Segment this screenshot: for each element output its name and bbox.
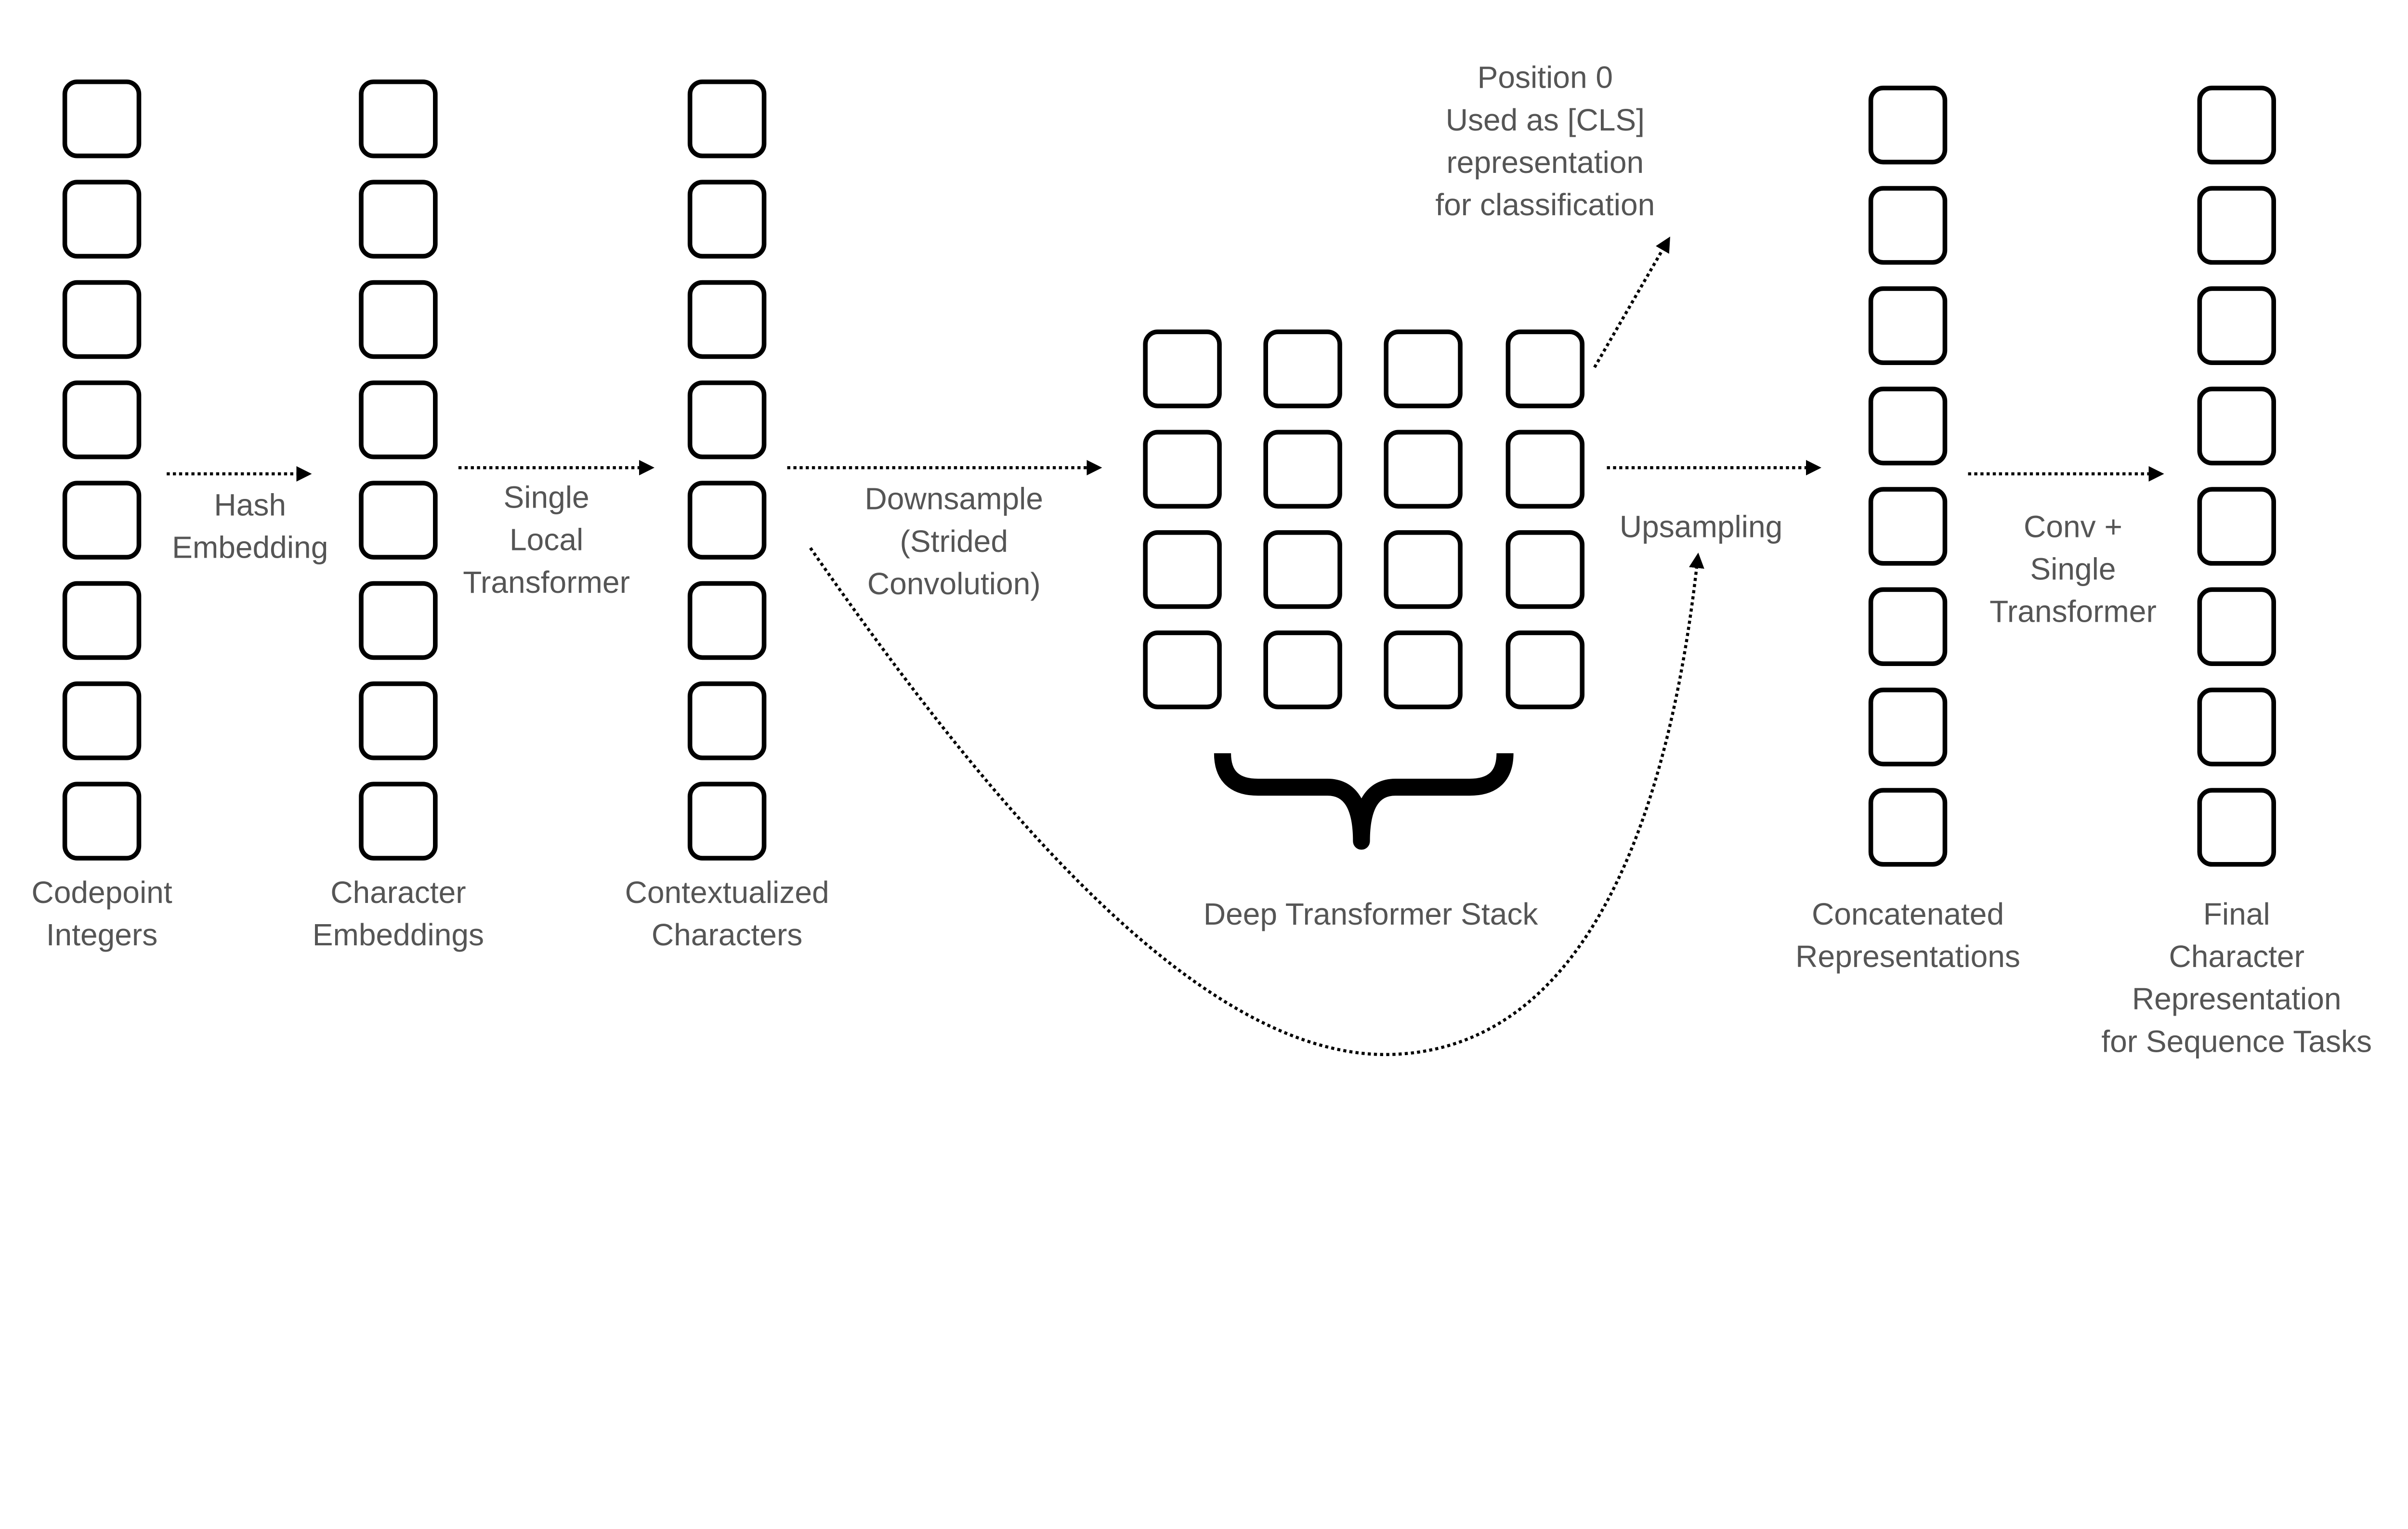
arrow-cls (1593, 236, 1670, 368)
deep-stack-box (1505, 530, 1585, 609)
concat-box (1868, 85, 1948, 165)
char-embedding-box (359, 681, 438, 760)
codepoint-box (62, 782, 142, 861)
deep-stack-box (1143, 329, 1222, 408)
label-cls: Position 0 (1478, 60, 1613, 95)
label-hash: Hash (214, 488, 286, 523)
label-conv: Single (2030, 552, 2116, 587)
concat-box (1868, 587, 1948, 666)
final-box (2197, 286, 2276, 366)
deep-stack-box (1505, 329, 1585, 408)
final-box (2197, 788, 2276, 867)
brace-icon (1214, 753, 1514, 850)
label-local: Transformer (463, 565, 630, 600)
codepoint-box (62, 79, 142, 158)
label-concat: Representations (1795, 939, 2020, 974)
label-upsampling: Upsampling (1620, 509, 1782, 544)
final-box (2197, 587, 2276, 666)
label-cls: representation (1446, 145, 1644, 180)
final-box (2197, 386, 2276, 466)
char-embedding-box (359, 180, 438, 259)
deep-stack-box (1384, 329, 1463, 408)
concat-box (1868, 788, 1948, 867)
deep-stack-box (1143, 430, 1222, 509)
contextual-box (687, 280, 767, 359)
char-embedding-box (359, 79, 438, 158)
char-embedding-box (359, 782, 438, 861)
label-cls: Used as [CLS] (1446, 103, 1645, 137)
canine-architecture-diagram: CodepointIntegersCharacterEmbeddingsCont… (31, 60, 2372, 1059)
contextual-box (687, 782, 767, 861)
codepoint-box (62, 180, 142, 259)
label-final: for Sequence Tasks (2101, 1024, 2372, 1059)
deep-stack-box (1384, 430, 1463, 509)
label-local: Local (510, 523, 583, 557)
char-embedding-box (359, 380, 438, 459)
final-box (2197, 186, 2276, 265)
label-downsample: (Strided (900, 524, 1008, 559)
contextual-box (687, 481, 767, 560)
label-final: Representation (2132, 981, 2342, 1016)
final-box (2197, 85, 2276, 165)
label-downsample: Convolution) (867, 566, 1041, 601)
concat-box (1868, 386, 1948, 466)
label-contextual: Contextualized (625, 875, 829, 910)
deep-stack-box (1505, 430, 1585, 509)
label-hash: Embedding (172, 530, 328, 565)
codepoint-box (62, 581, 142, 660)
codepoint-box (62, 481, 142, 560)
contextual-box (687, 681, 767, 760)
char-embedding-box (359, 581, 438, 660)
label-contextual: Characters (652, 917, 802, 952)
final-box (2197, 487, 2276, 566)
label-final: Final (2203, 897, 2270, 931)
arrow-residual-curve (809, 547, 1704, 1056)
deep-stack-box (1384, 530, 1463, 609)
final-box (2197, 687, 2276, 767)
deep-stack-box (1143, 530, 1222, 609)
label-char-emb: Embeddings (313, 917, 484, 952)
label-concat: Concatenated (1812, 897, 2004, 931)
label-local: Single (504, 480, 589, 514)
deep-stack-box (1263, 329, 1342, 408)
concat-box (1868, 487, 1948, 566)
concat-box (1868, 286, 1948, 366)
concat-box (1868, 687, 1948, 767)
deep-stack-box (1505, 630, 1585, 709)
label-final: Character (2169, 939, 2304, 974)
char-embedding-box (359, 280, 438, 359)
contextual-box (687, 79, 767, 158)
label-cls: for classification (1435, 187, 1655, 222)
char-embedding-box (359, 481, 438, 560)
label-char-emb: Character (330, 875, 466, 910)
codepoint-box (62, 681, 142, 760)
label-downsample: Downsample (865, 482, 1043, 516)
deep-stack-box (1384, 630, 1463, 709)
deep-stack-box (1263, 630, 1342, 709)
contextual-box (687, 180, 767, 259)
contextual-box (687, 380, 767, 459)
contextual-box (687, 581, 767, 660)
concat-box (1868, 186, 1948, 265)
label-conv: Conv + (2024, 509, 2122, 544)
label-codepoint: Codepoint (31, 875, 172, 910)
label-codepoint: Integers (46, 917, 158, 952)
codepoint-box (62, 280, 142, 359)
deep-stack-box (1263, 530, 1342, 609)
deep-stack-box (1263, 430, 1342, 509)
label-deep-stack: Deep Transformer Stack (1204, 897, 1539, 931)
codepoint-box (62, 380, 142, 459)
deep-stack-box (1143, 630, 1222, 709)
label-conv: Transformer (1989, 594, 2157, 629)
